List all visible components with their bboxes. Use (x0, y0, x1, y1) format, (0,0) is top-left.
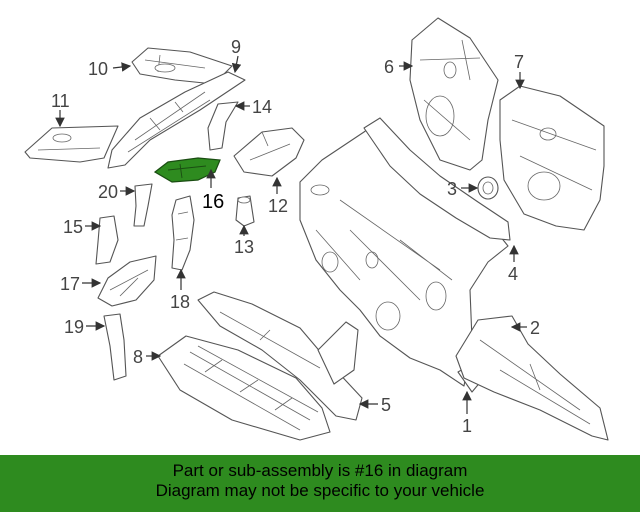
callout-16[interactable]: 16 (202, 191, 224, 213)
parts-diagram: 10 9 11 14 16 12 13 20 18 15 17 19 8 5 1… (24, 17, 609, 441)
callout-5[interactable]: 5 (381, 395, 391, 415)
callout-9[interactable]: 9 (231, 37, 241, 57)
part-11[interactable] (24, 125, 119, 163)
part-14[interactable] (207, 101, 239, 151)
part-5[interactable] (197, 291, 363, 421)
part-6[interactable] (409, 17, 499, 171)
part-12[interactable] (233, 127, 305, 177)
callout-19[interactable]: 19 (64, 317, 84, 337)
callout-4[interactable]: 4 (508, 264, 518, 284)
callout-13[interactable]: 13 (234, 237, 254, 257)
callout-20[interactable]: 20 (98, 182, 118, 202)
callout-18[interactable]: 18 (170, 292, 190, 312)
callout-17[interactable]: 17 (60, 274, 80, 294)
callout-7[interactable]: 7 (514, 52, 524, 72)
callout-labels: 10 9 11 14 16 12 13 20 18 15 17 19 8 5 1… (51, 37, 540, 436)
callout-2[interactable]: 2 (530, 318, 540, 338)
part-17[interactable] (97, 255, 157, 307)
callout-6[interactable]: 6 (384, 57, 394, 77)
part-3[interactable] (477, 176, 499, 200)
part-8[interactable] (157, 335, 331, 441)
callout-11[interactable]: 11 (51, 91, 70, 111)
banner-line-1: Part or sub-assembly is #16 in diagram (172, 461, 468, 480)
part-19[interactable] (103, 313, 127, 381)
part-16-highlighted[interactable] (153, 157, 221, 183)
callout-8[interactable]: 8 (133, 347, 143, 367)
callout-3[interactable]: 3 (447, 179, 457, 199)
callout-12[interactable]: 12 (268, 196, 288, 216)
part-7[interactable] (499, 85, 605, 231)
callout-10[interactable]: 10 (88, 59, 108, 79)
part-9[interactable] (107, 71, 246, 169)
part-4[interactable] (299, 117, 511, 387)
part-2[interactable] (455, 315, 609, 441)
banner-line-2: Diagram may not be specific to your vehi… (155, 481, 485, 500)
callout-15[interactable]: 15 (63, 217, 83, 237)
part-13[interactable] (235, 195, 255, 227)
part-18[interactable] (171, 195, 195, 271)
info-banner: Part or sub-assembly is #16 in diagram D… (0, 455, 640, 512)
part-15[interactable] (95, 215, 119, 265)
part-20[interactable] (133, 183, 153, 227)
callout-leaders (55, 55, 527, 414)
callout-14[interactable]: 14 (252, 97, 272, 117)
callout-1[interactable]: 1 (462, 416, 472, 436)
